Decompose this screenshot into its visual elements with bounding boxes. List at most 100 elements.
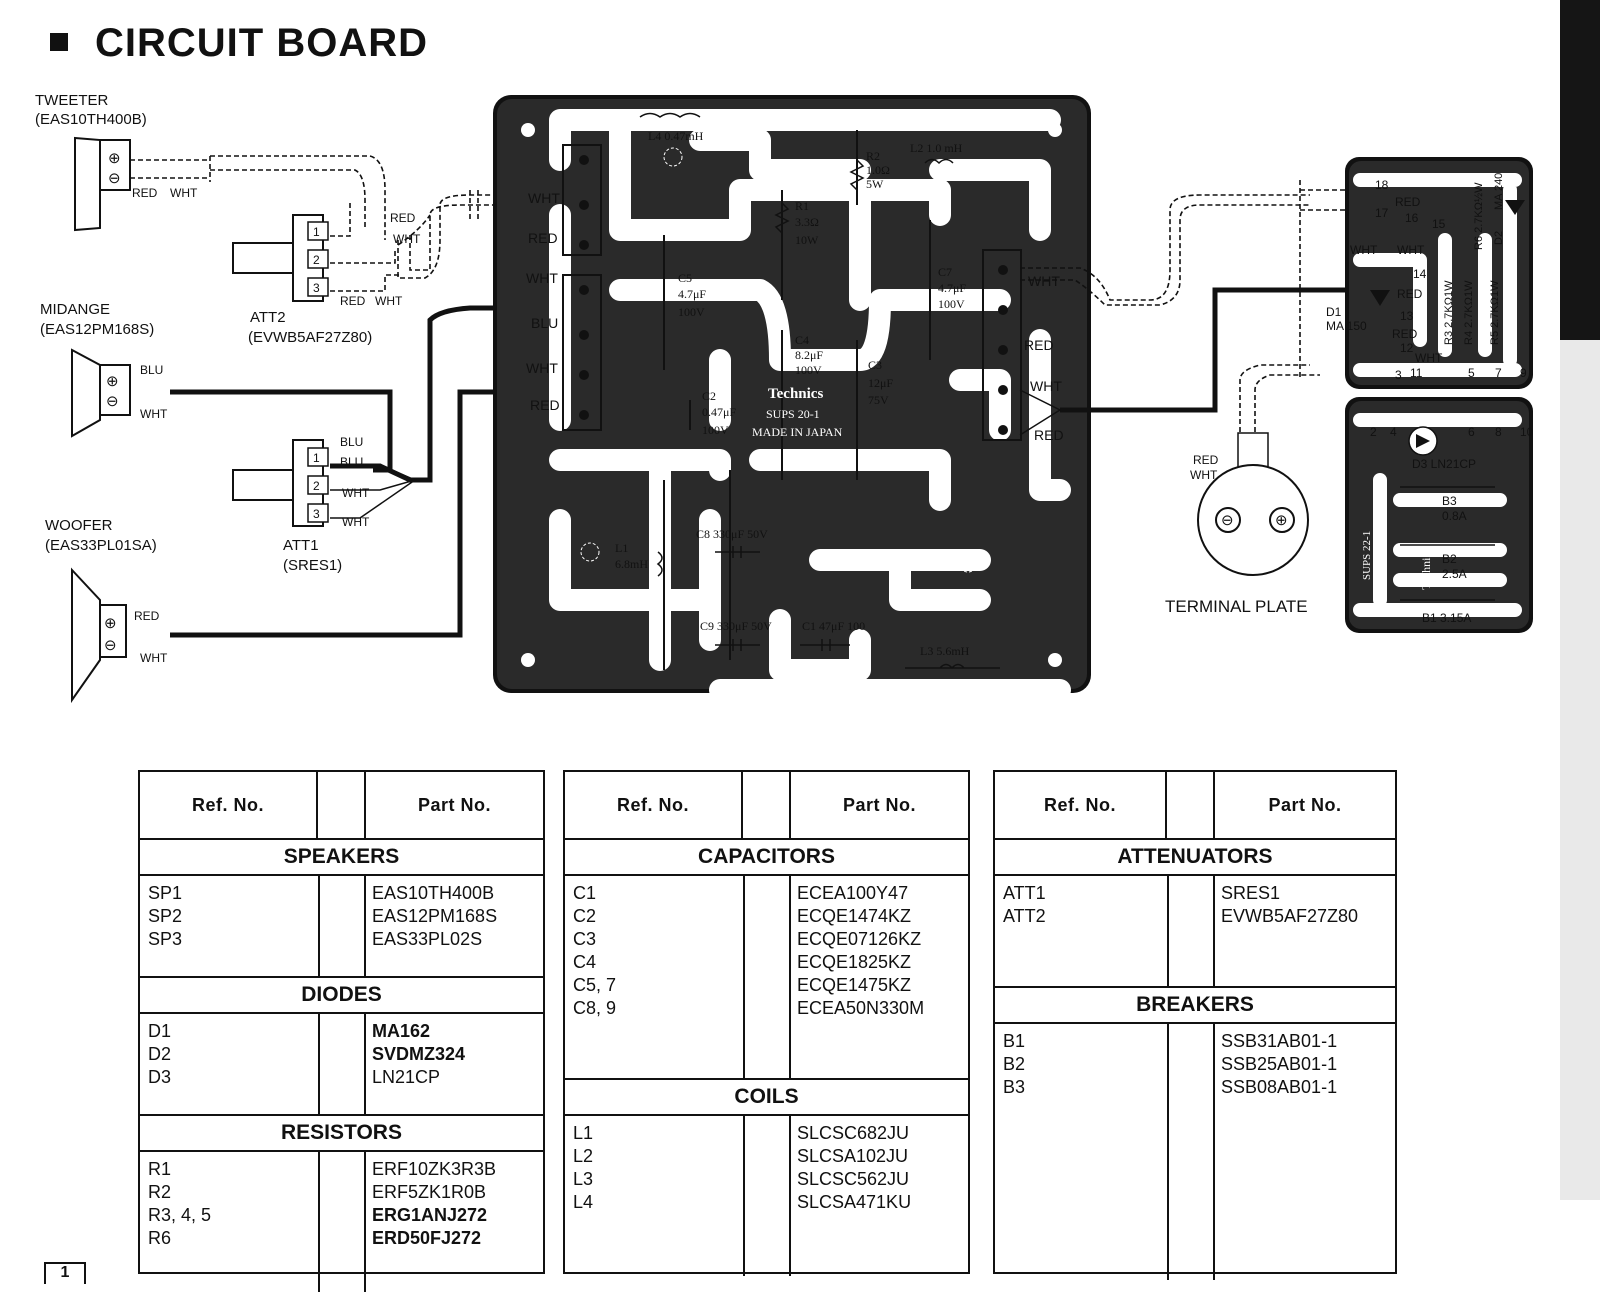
ref-no-header: Ref. No.: [140, 772, 318, 838]
list-item: C8, 9: [573, 998, 617, 1018]
pcb-made-in: MADE IN JAPAN: [752, 425, 843, 439]
sb-wire-red-2: RED: [1397, 287, 1423, 301]
pin-12: 12: [1400, 341, 1414, 355]
list-item: SLCSC682JU: [797, 1123, 910, 1143]
list-item: B1: [1003, 1031, 1026, 1051]
main-pcb: L4 0.47mH R2 1.0Ω 5W L2 1.0 mH R1 3.3Ω 1…: [493, 95, 1091, 701]
list-item: ERF5ZK1R0B: [372, 1182, 487, 1202]
svg-text:3: 3: [313, 281, 320, 295]
diodes-section: DIODES D1 D2 D3 MA162 SVDMZ324 LN21CP: [140, 976, 543, 1114]
sb-r6: R6 2.7KΩ½W: [1473, 182, 1485, 250]
sb-d1: D1: [1326, 305, 1342, 319]
pin-7: 7: [1495, 366, 1502, 380]
pcb-r2-val: 1.0Ω: [866, 163, 890, 177]
part-no-header: Part No.: [1268, 794, 1342, 815]
board-wire-l3: WHT: [526, 270, 558, 286]
list-item: R6: [148, 1228, 172, 1248]
list-item: ECEA100Y47: [797, 883, 909, 903]
pin-13: 13: [1400, 309, 1414, 323]
list-item: ECEA50N330M: [797, 998, 925, 1018]
pcb-c2-v: 100V: [702, 423, 729, 437]
board-wire-r4: RED: [1034, 427, 1064, 443]
pcb-l1-val: 6.8mH: [615, 557, 648, 571]
svg-text:⊕: ⊕: [1275, 512, 1288, 529]
list-item: SVDMZ324: [372, 1044, 466, 1064]
woofer-part: (EAS33PL01SA): [45, 537, 157, 554]
pcb-l2: L2 1.0 mH: [910, 141, 963, 155]
att2-wire-red-2: RED: [340, 294, 366, 308]
list-item: SLCSC562JU: [797, 1169, 910, 1189]
list-item: C4: [573, 952, 597, 972]
capacitors-title: CAPACITORS: [565, 840, 968, 876]
pcb-c1: C1 47μF 100: [802, 619, 865, 633]
list-item: D3: [148, 1067, 172, 1087]
pcb-brand: Technics: [768, 386, 823, 402]
pin-3: 3: [1395, 368, 1402, 382]
list-item: L2: [573, 1146, 594, 1166]
parts-table-3: Ref. No. Part No. ATTENUATORS ATT1 ATT2 …: [993, 770, 1397, 1280]
svg-text:⊖: ⊖: [106, 393, 119, 410]
board-wire-r3: WHT: [1030, 378, 1062, 394]
pcb-c8: C8 330μF 50V: [696, 527, 768, 541]
board-wire-l2: RED: [528, 230, 558, 246]
blank-header: [743, 772, 791, 838]
list-item: C5, 7: [573, 975, 617, 995]
svg-text:2: 2: [313, 479, 320, 493]
pcb-c5: C5: [678, 271, 692, 285]
list-item: ECQE1474KZ: [797, 906, 912, 926]
sb-b3: B3: [1442, 494, 1457, 508]
attenuators-title: ATTENUATORS: [995, 840, 1395, 876]
woofer-label: WOOFER: [45, 517, 113, 534]
att1-wire-wht-2: WHT: [342, 515, 370, 529]
table-header: Ref. No. Part No.: [565, 772, 968, 840]
woofer-wire-red: RED: [134, 609, 160, 623]
list-item: R1: [148, 1159, 172, 1179]
list-item: R3, 4, 5: [148, 1205, 212, 1225]
pcb-c4-val: 8.2μF: [795, 348, 823, 362]
list-item: L4: [573, 1192, 594, 1212]
part-no-header: Part No.: [417, 794, 491, 815]
midange-wire-wht: WHT: [140, 407, 168, 421]
midange-part: (EAS12PM168S): [40, 321, 154, 338]
pin-17: 17: [1375, 206, 1389, 220]
pcb-c5-v: 100V: [678, 305, 705, 319]
sb-r4: R4 2.7KΩ1W: [1463, 280, 1475, 345]
pin-5: 5: [1468, 366, 1475, 380]
att2-attenuator: 1 2 3: [232, 214, 329, 302]
pcb-c3: C3: [868, 358, 882, 372]
pcb-c2: C2: [702, 389, 716, 403]
board-wire-r1: WHT: [1028, 273, 1060, 289]
pin-2: 2: [1370, 425, 1377, 439]
pcb-c7: C7: [938, 265, 952, 279]
speakers-title: SPEAKERS: [140, 840, 543, 876]
pcb-c2-val: 0.47μF: [702, 405, 736, 419]
pcb-r1-val: 3.3Ω: [795, 215, 819, 229]
list-item: ECQE1475KZ: [797, 975, 912, 995]
pin-8: 8: [1495, 425, 1502, 439]
pcb-c3-val: 12μF: [868, 376, 893, 390]
list-item: SSB08AB01-1: [1221, 1077, 1338, 1097]
table-header: Ref. No. Part No.: [140, 772, 543, 840]
list-item: SSB31AB01-1: [1221, 1031, 1338, 1051]
sb-wire-wht-2: WHT: [1397, 243, 1425, 257]
pin-16: 16: [1405, 211, 1419, 225]
board-wire-l5: WHT: [526, 360, 558, 376]
pin-11: 11: [1410, 366, 1423, 380]
list-item: B2: [1003, 1054, 1026, 1074]
att2-wire-red-1: RED: [390, 211, 416, 225]
svg-text:⊖: ⊖: [1221, 512, 1234, 529]
protection-board: [1345, 157, 1533, 633]
midange-label: MIDANGE: [40, 301, 110, 318]
list-item: MA162: [372, 1021, 431, 1041]
att1-label: ATT1: [283, 537, 319, 554]
att1-part: (SRES1): [283, 557, 342, 574]
list-item: SP3: [148, 929, 183, 949]
woofer-speaker: ⊕ ⊖: [71, 567, 127, 704]
sb-wire-wht-3: WHT: [1415, 351, 1443, 365]
coils-section: COILS L1 L2 L3 L4 SLCSC682JU SLCSA102JU …: [565, 1078, 968, 1276]
att1-attenuator: 1 2 3: [232, 439, 329, 527]
light-edge: [1560, 340, 1600, 1200]
att2-label: ATT2: [250, 309, 286, 326]
blank-header: [318, 772, 366, 838]
pin-14: 14: [1413, 267, 1427, 281]
